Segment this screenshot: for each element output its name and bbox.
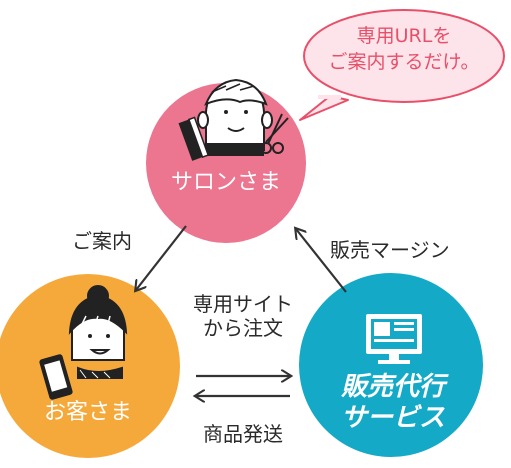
arrow-salon-to-customer (136, 225, 187, 290)
edge-label-order: 専用サイト から注文 (193, 292, 293, 340)
edge-label-margin: 販売マージン (330, 238, 450, 262)
bubble-line-2: ご案内するだけ。 (328, 50, 480, 73)
woman-face-icon (68, 285, 128, 379)
service-label-line-1: 販売代行 (340, 372, 446, 402)
service-node (299, 273, 483, 457)
edge-label-order-line-2: から注文 (203, 316, 283, 340)
service-label: 販売代行 サービス (341, 372, 445, 434)
hairdresser-face-icon (197, 78, 273, 156)
edge-label-guide: ご案内 (72, 229, 132, 253)
speech-bubble (299, 9, 505, 121)
arrow-service-to-salon (296, 229, 347, 293)
scissors-icon (260, 113, 289, 154)
bubble-line-1: 専用URLを (356, 25, 452, 47)
comb-icon (178, 116, 210, 161)
service-label-line-2: サービス (340, 403, 446, 434)
smartphone-icon (39, 354, 73, 400)
customer-node (0, 274, 180, 458)
salon-label: サロンさま (170, 170, 282, 195)
edge-label-shipping: 商品発送 (203, 422, 283, 446)
edge-label-order-line-1: 専用サイト (193, 292, 293, 316)
monitor-icon (366, 314, 422, 364)
bubble-text: 専用URLを ご案内するだけ。 (328, 24, 479, 75)
customer-label: お客さま (43, 400, 133, 425)
